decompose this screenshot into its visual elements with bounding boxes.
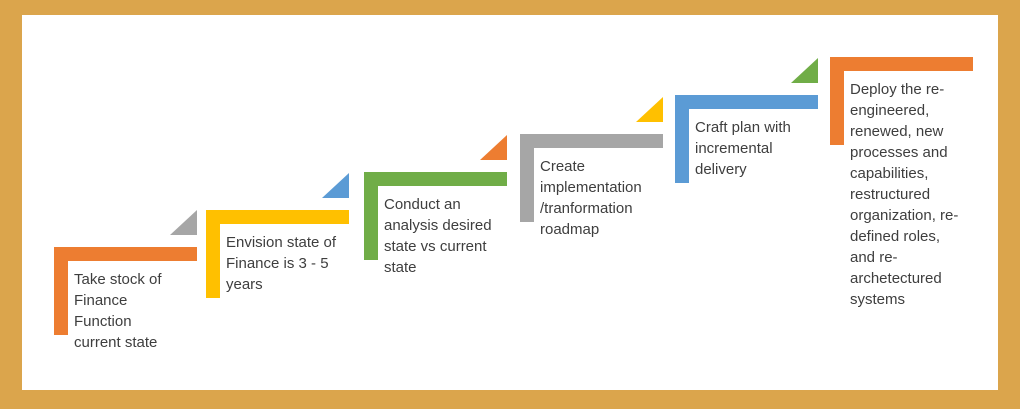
step-1-corner-triangle-icon bbox=[170, 210, 197, 235]
step-5-label: Craft plan with incremental delivery bbox=[695, 119, 791, 178]
step-2-corner-triangle-icon bbox=[322, 173, 349, 198]
step-3-label: Conduct an analysis desired state vs cur… bbox=[384, 196, 492, 276]
step-4-label: Create implementation /tranformation roa… bbox=[540, 158, 642, 238]
step-6-bracket bbox=[830, 57, 973, 145]
step-2-bracket bbox=[206, 210, 349, 298]
step-1-bracket bbox=[54, 247, 197, 335]
step-5-bracket bbox=[675, 95, 818, 183]
step-4-bracket bbox=[520, 134, 663, 222]
step-4-corner-triangle-icon bbox=[636, 97, 663, 122]
step-5-corner-triangle-icon bbox=[791, 58, 818, 83]
diagram-canvas: Take stock of Finance Function current s… bbox=[22, 15, 998, 390]
step-3-bracket bbox=[364, 172, 507, 260]
step-6-label: Deploy the re- engineered, renewed, new … bbox=[850, 81, 959, 308]
step-3-corner-triangle-icon bbox=[480, 135, 507, 160]
step-2-label: Envision state of Finance is 3 - 5 years bbox=[226, 234, 337, 293]
step-1-label: Take stock of Finance Function current s… bbox=[74, 271, 162, 351]
